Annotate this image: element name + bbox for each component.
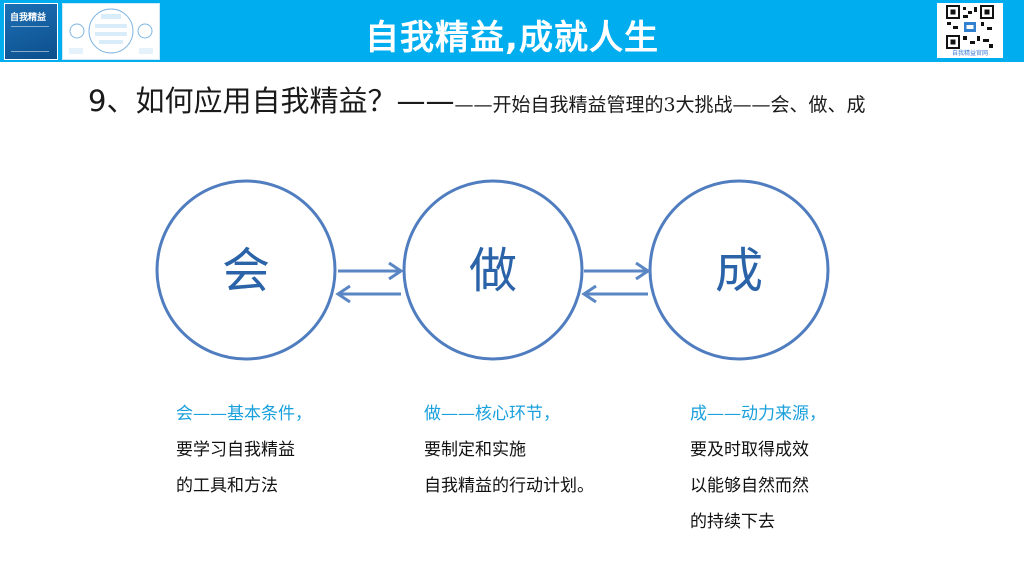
- caption-cheng-line-2: 以能够自然而然: [690, 476, 809, 496]
- diagram-thumbnail-image: [62, 3, 160, 60]
- caption-zuo-lead: 做——核心环节，: [424, 404, 560, 424]
- arrow-cheng-to-zuo: [581, 284, 648, 304]
- circle-label-cheng: 成: [715, 243, 763, 299]
- arrow-zuo-to-cheng: [584, 261, 651, 281]
- book-cover-decoration: [11, 26, 49, 52]
- header-bar: 自我精益 自我精益,成就人生: [0, 0, 1024, 62]
- caption-hui-lead: 会——基本条件，: [176, 404, 312, 424]
- caption-cheng: 成——动力来源， 要及时取得成效 以能够自然而然 的持续下去: [690, 396, 826, 540]
- circle-label-zuo: 做: [469, 243, 517, 299]
- caption-cheng-line-3: 的持续下去: [690, 512, 775, 532]
- qr-caption: 自我精益官网: [951, 50, 988, 57]
- qr-code-image: 自我精益官网: [937, 3, 1003, 58]
- book-cover-image: 自我精益: [4, 3, 58, 60]
- circle-label-hui: 会: [222, 243, 270, 299]
- circle-cheng: [648, 179, 830, 361]
- caption-zuo-line-2: 自我精益的行动计划。: [424, 476, 594, 496]
- book-cover-title: 自我精益: [10, 13, 47, 23]
- arrow-hui-to-zuo: [338, 261, 404, 281]
- caption-cheng-lead: 成——动力来源，: [690, 404, 826, 424]
- caption-zuo: 做——核心环节， 要制定和实施 自我精益的行动计划。: [424, 396, 594, 504]
- header-title: 自我精益,成就人生: [365, 18, 659, 58]
- caption-hui: 会——基本条件， 要学习自我精益 的工具和方法: [176, 396, 312, 504]
- subtitle-main: 9、如何应用自我精益？——: [88, 84, 455, 118]
- circle-hui: [155, 179, 337, 361]
- caption-hui-line-1: 要学习自我精益: [176, 440, 295, 460]
- arrow-zuo-to-hui: [335, 284, 401, 304]
- caption-hui-line-2: 的工具和方法: [176, 476, 278, 496]
- slide-subtitle: 9、如何应用自我精益？————开始自我精益管理的3大挑战——会、做、成: [88, 78, 866, 120]
- caption-cheng-line-1: 要及时取得成效: [690, 440, 809, 460]
- circle-zuo: [402, 179, 584, 361]
- subtitle-rest: ——开始自我精益管理的3大挑战——会、做、成: [454, 94, 866, 116]
- caption-zuo-line-1: 要制定和实施: [424, 440, 526, 460]
